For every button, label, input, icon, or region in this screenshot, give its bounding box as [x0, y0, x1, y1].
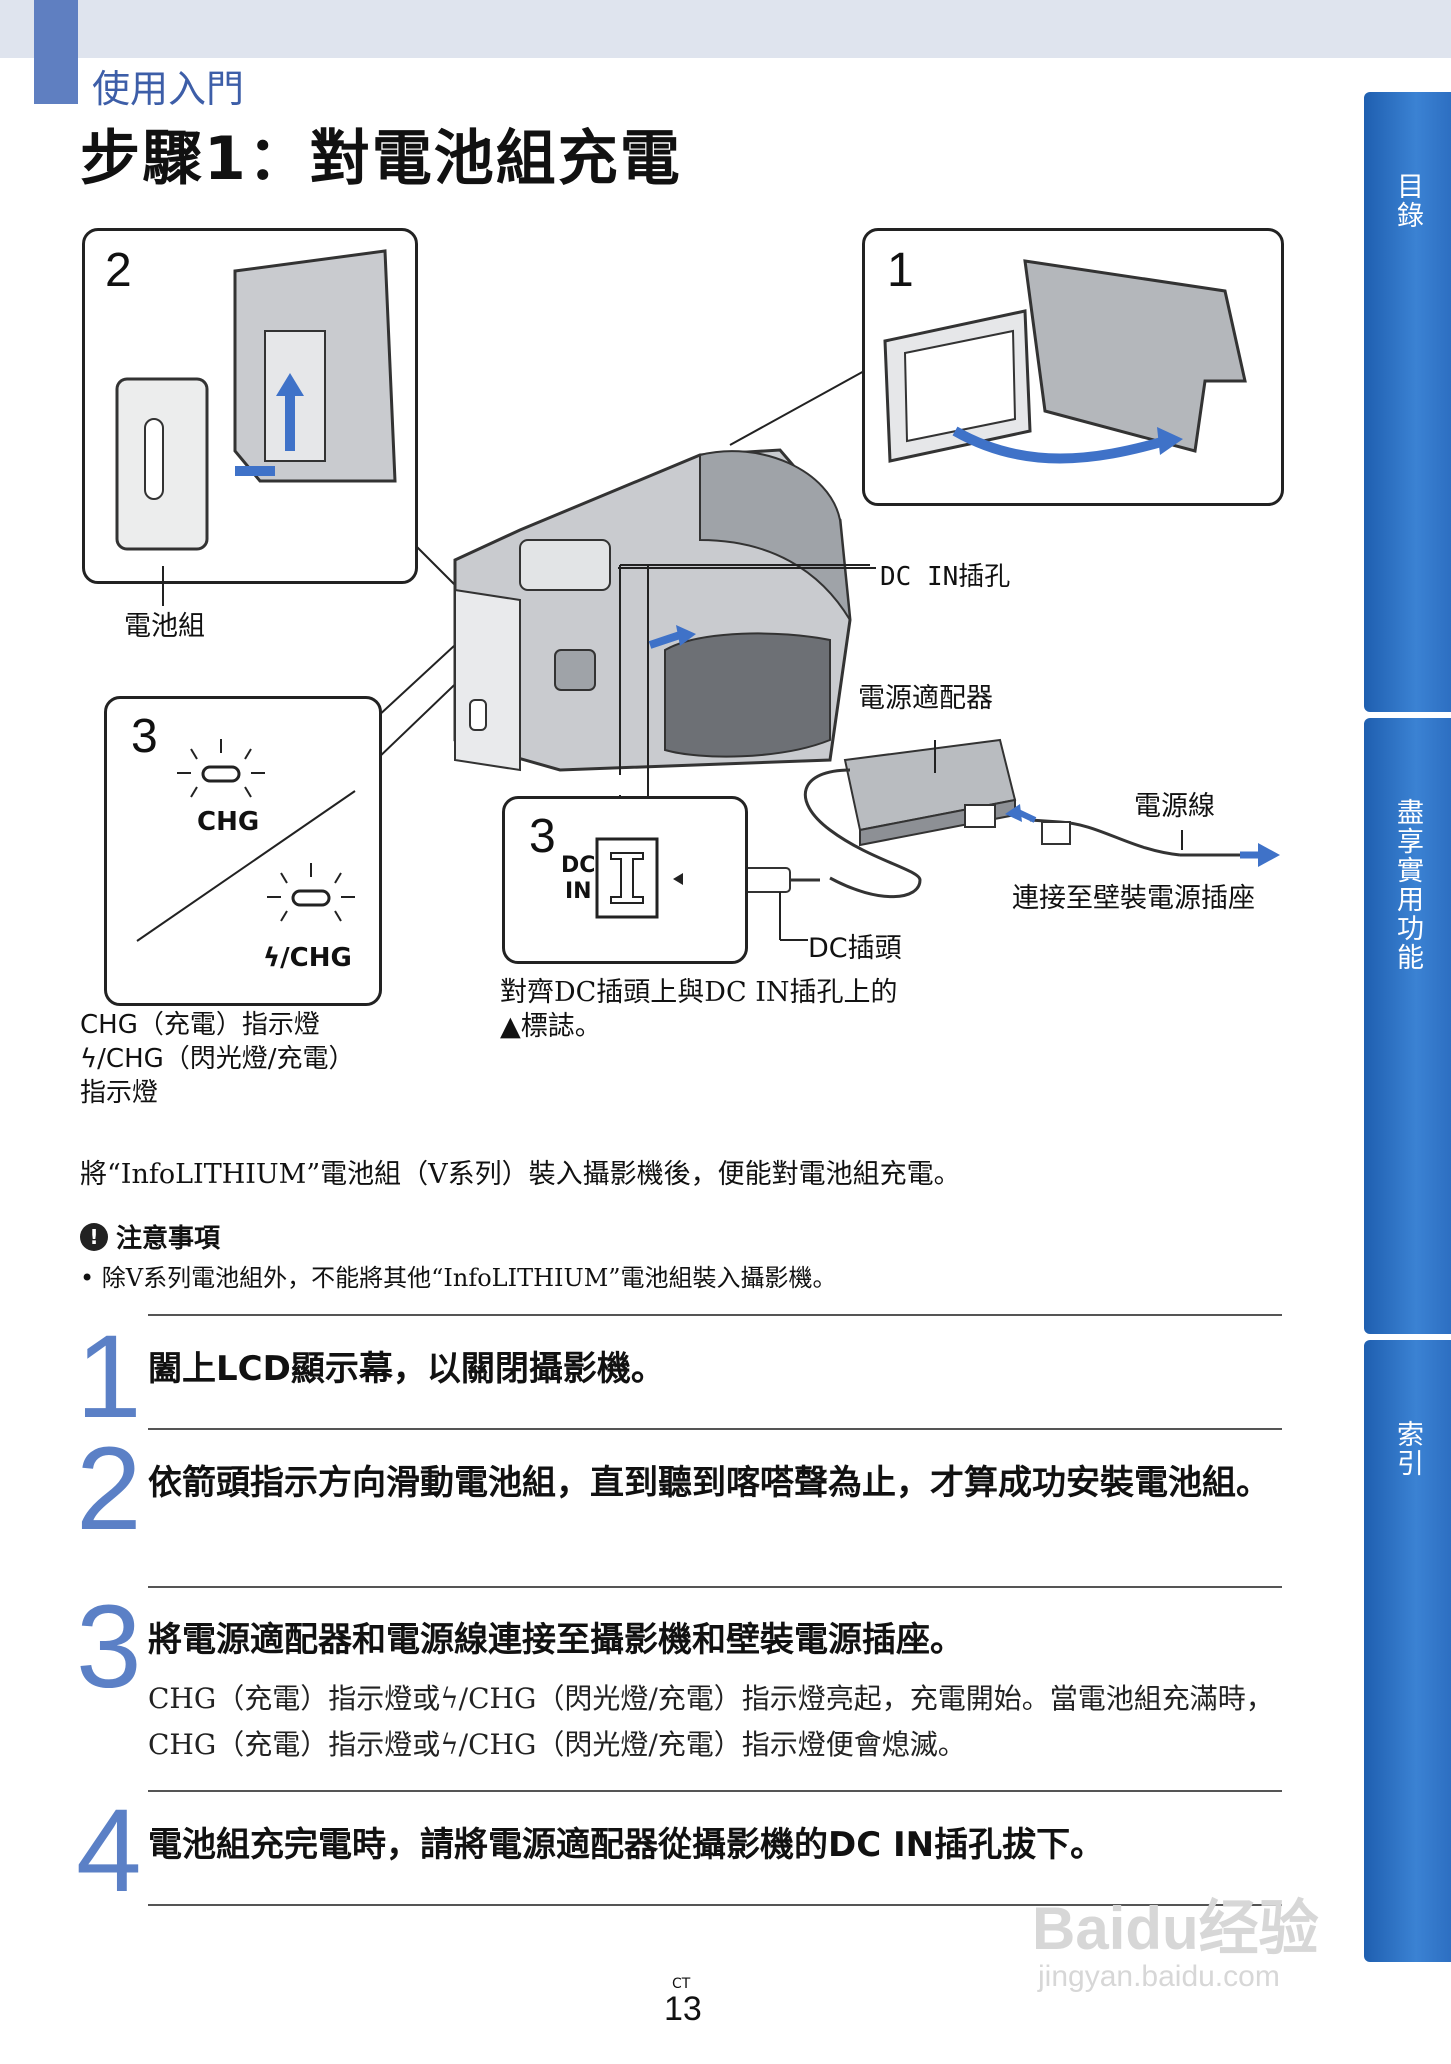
panel-dc-in: 3 DC IN	[502, 796, 748, 964]
page-number: 13	[664, 1990, 702, 2028]
panel-number: 1	[887, 244, 914, 297]
step-3-text: 將電源適配器和電源線連接至攝影機和壁裝電源插座。	[148, 1620, 964, 1660]
panel-charge-lamps: 3 CHG ϟ/CHG	[104, 696, 382, 1006]
step-1-text: 闔上LCD顯示幕，以關閉攝影機。	[148, 1349, 665, 1389]
camcorder-graphic	[453, 448, 870, 795]
step-divider	[148, 1314, 1282, 1316]
charging-illustration	[375, 369, 1280, 941]
lcd-graphic	[883, 259, 1247, 464]
top-banner	[0, 0, 1451, 58]
insert-arrow	[648, 631, 682, 649]
caution-item: • 除V系列電池組外，不能將其他“InfoLITHIUM”電池組裝入攝影機。	[80, 1264, 837, 1292]
step-number: 4	[76, 1785, 142, 1917]
chg-label: CHG	[197, 807, 260, 837]
section-marker	[34, 0, 78, 104]
align-note-line1: 對齊DC插頭上與DC IN插孔上的	[500, 977, 898, 1008]
align-note-line2: ▲標誌。	[500, 1011, 602, 1042]
panel-close-lcd: 1	[862, 228, 1284, 506]
panel-battery-insert: 2	[82, 228, 418, 584]
step-4-text: 電池組充完電時，請將電源適配器從攝影機的DC IN插孔拔下。	[148, 1825, 1105, 1865]
watermark-url: jingyan.baidu.com	[1038, 1960, 1280, 1993]
intro-text: 將“InfoLITHIUM”電池組（V系列）裝入攝影機後，便能對電池組充電。	[80, 1159, 961, 1190]
ac-adaptor-graphic	[843, 738, 1017, 847]
panel-number: 2	[105, 244, 132, 297]
step-number: 2	[76, 1423, 142, 1555]
dc-in-jack-label: DC IN插孔	[880, 562, 1011, 592]
chg-caption-line2: ϟ/CHG（閃光燈/充電）	[80, 1044, 355, 1074]
wall-outlet-label: 連接至壁裝電源插座	[1012, 883, 1255, 914]
chg-caption-line1: CHG（充電）指示燈	[80, 1010, 320, 1040]
caution-heading: ! 注意事項	[80, 1218, 220, 1255]
step-divider	[148, 1428, 1282, 1430]
page-superscript: CT	[672, 1976, 691, 1992]
dc-label: DC	[561, 853, 596, 878]
step-number: 1	[76, 1311, 142, 1443]
in-label: IN	[565, 879, 592, 904]
tab-label: 目錄	[1392, 172, 1423, 230]
tab-label: 盡享實用功能	[1392, 798, 1423, 972]
caution-icon: !	[80, 1222, 108, 1251]
step-number: 3	[76, 1581, 142, 1713]
step-2-text: 依箭頭指示方向滑動電池組，直到聽到喀嗒聲為止，才算成功安裝電池組。	[148, 1463, 1270, 1503]
step-divider	[148, 1586, 1282, 1588]
panel-number: 3	[131, 710, 158, 763]
step-3-description: CHG（充電）指示燈或ϟ/CHG（閃光燈/充電）指示燈亮起，充電開始。當電池組充…	[148, 1682, 1274, 1761]
page-title: 步驟1：對電池組充電	[80, 124, 682, 194]
step-divider	[148, 1904, 1282, 1906]
section-label: 使用入門	[92, 67, 245, 111]
ac-adaptor-label: 電源適配器	[858, 683, 993, 714]
battery-label: 電池組	[124, 611, 205, 642]
flash-chg-label: ϟ/CHG	[263, 943, 352, 973]
dc-in-jack-graphic	[595, 837, 683, 919]
battery-graphic	[115, 249, 397, 551]
watermark-logo: Baidu经验	[1032, 1895, 1319, 1962]
chg-caption-line3: 指示燈	[80, 1078, 159, 1108]
tab-table-of-contents[interactable]: 目錄	[1364, 92, 1451, 712]
tab-index[interactable]: 索引	[1364, 1340, 1451, 1962]
tab-label: 索引	[1392, 1420, 1423, 1478]
step-divider	[148, 1790, 1282, 1792]
chg-lamps-graphic	[136, 739, 356, 942]
tab-useful-features[interactable]: 盡享實用功能	[1364, 718, 1451, 1334]
power-cord-label: 電源線	[1134, 791, 1215, 822]
panel-number: 3	[529, 810, 556, 863]
dc-plug-label: DC插頭	[808, 933, 902, 964]
caution-title: 注意事項	[116, 1224, 221, 1254]
